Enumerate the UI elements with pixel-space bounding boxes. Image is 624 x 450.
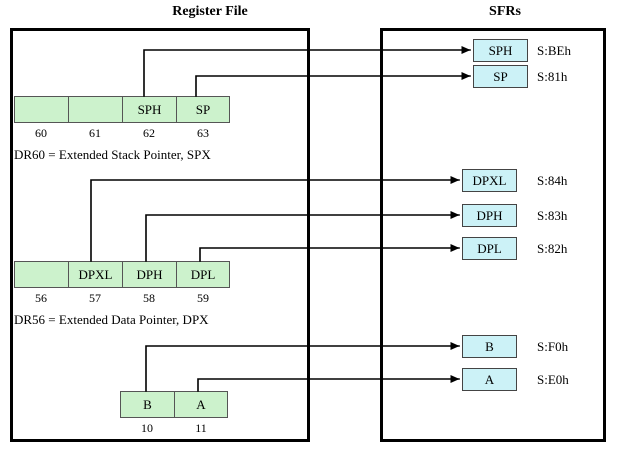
sfr-address-dpxl: S:84h — [537, 172, 568, 188]
sfr-address-a: S:E0h — [537, 371, 569, 387]
register-cell-10-b: B — [120, 391, 174, 418]
register-index-62: 62 — [143, 126, 155, 140]
register-row-spx-caption: DR60 = Extended Stack Pointer, SPX — [14, 147, 211, 162]
sfr-box-dpl: DPL — [462, 237, 517, 260]
sfr-address-dpl: S:82h — [537, 240, 568, 256]
register-index-10: 10 — [141, 421, 153, 435]
sfr-address-sph: S:BEh — [537, 42, 571, 58]
sfr-box-b: B — [462, 335, 517, 358]
register-index-58: 58 — [143, 291, 155, 305]
sfr-address-dph: S:83h — [537, 207, 568, 223]
register-row-spx: SPH SP — [14, 96, 230, 123]
register-file-title: Register File — [172, 4, 248, 19]
register-row-dpx-caption: DR56 = Extended Data Pointer, DPX — [14, 312, 209, 327]
register-cell-62-sph: SPH — [122, 96, 176, 123]
sfr-box-sp: SP — [473, 65, 528, 88]
register-index-11: 11 — [195, 421, 207, 435]
register-index-56: 56 — [35, 291, 47, 305]
register-cell-58-dph: DPH — [122, 261, 176, 288]
register-row-ba-indices: 10 11 — [120, 420, 228, 436]
register-index-63: 63 — [197, 126, 209, 140]
register-cell-61 — [68, 96, 122, 123]
sfr-box-dph: DPH — [462, 204, 517, 227]
register-file-panel — [10, 28, 310, 442]
sfr-address-b: S:F0h — [537, 338, 569, 354]
sfr-box-dpxl: DPXL — [462, 169, 517, 192]
register-row-dpx-indices: 56 57 58 59 — [14, 290, 230, 306]
register-index-60: 60 — [35, 126, 47, 140]
register-cell-56 — [14, 261, 68, 288]
register-cell-57-dpxl: DPXL — [68, 261, 122, 288]
register-index-59: 59 — [197, 291, 209, 305]
register-row-dpx: DPXL DPH DPL — [14, 261, 230, 288]
register-cell-11-a: A — [174, 391, 228, 418]
sfr-box-a: A — [462, 368, 517, 391]
register-row-ba: B A — [120, 391, 228, 418]
register-index-61: 61 — [89, 126, 101, 140]
register-cell-63-sp: SP — [176, 96, 230, 123]
register-cell-59-dpl: DPL — [176, 261, 230, 288]
register-row-spx-indices: 60 61 62 63 — [14, 125, 230, 141]
sfr-address-sp: S:81h — [537, 68, 568, 84]
register-index-57: 57 — [89, 291, 101, 305]
sfr-box-sph: SPH — [473, 39, 528, 62]
sfrs-title: SFRs — [489, 4, 521, 19]
register-cell-60 — [14, 96, 68, 123]
